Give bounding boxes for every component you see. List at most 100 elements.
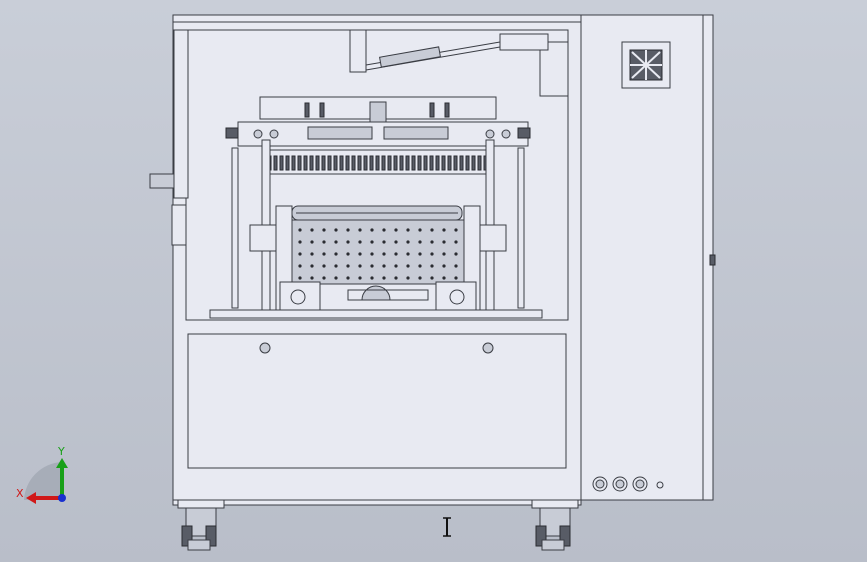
- table-plate: [209, 309, 543, 319]
- plate-hole: [346, 252, 350, 256]
- plate-hole: [346, 240, 350, 244]
- comb-tooth: [327, 155, 332, 171]
- guide-rod-left: [231, 147, 239, 309]
- comb-tooth: [441, 155, 446, 171]
- plate-hole: [418, 228, 422, 232]
- caster-wheel-icon: [177, 499, 225, 551]
- comb-tooth: [321, 155, 326, 171]
- plate-hole: [298, 252, 302, 256]
- perforated-plate: [289, 219, 467, 285]
- clamp-left: [249, 224, 277, 252]
- side-shaft: [149, 173, 177, 189]
- plate-hole: [322, 276, 326, 280]
- plate-hole: [430, 228, 434, 232]
- plate-hole: [406, 276, 410, 280]
- plate-hole: [370, 264, 374, 268]
- left-column: [173, 29, 189, 199]
- comb-tooth: [435, 155, 440, 171]
- plate-hole: [382, 276, 386, 280]
- door-screw-right: [482, 342, 494, 354]
- comb-tooth: [291, 155, 296, 171]
- plate-hole: [310, 252, 314, 256]
- comb-tooth: [381, 155, 386, 171]
- plate-hole: [358, 240, 362, 244]
- clamp-right: [479, 224, 507, 252]
- comb-tooth: [357, 155, 362, 171]
- plate-hole: [442, 228, 446, 232]
- plate-hole: [346, 264, 350, 268]
- comb-tooth: [411, 155, 416, 171]
- plate-hole: [394, 276, 398, 280]
- plate-hole: [382, 240, 386, 244]
- y-axis-label: Y: [57, 445, 65, 458]
- door-screw-left: [259, 342, 271, 354]
- plate-hole: [442, 276, 446, 280]
- plate-hole: [322, 252, 326, 256]
- heater-teeth: [267, 155, 494, 171]
- comb-tooth: [447, 155, 452, 171]
- plate-hole: [430, 252, 434, 256]
- plate-hole: [346, 228, 350, 232]
- plate-hole: [334, 264, 338, 268]
- lower-cabinet-door: [187, 333, 567, 469]
- plate-hole: [358, 264, 362, 268]
- comb-tooth: [285, 155, 290, 171]
- plate-hole: [418, 240, 422, 244]
- comb-tooth: [351, 155, 356, 171]
- comb-tooth: [453, 155, 458, 171]
- plate-hole: [454, 276, 458, 280]
- plate-hole: [454, 252, 458, 256]
- control-knob-icon[interactable]: [592, 476, 664, 492]
- comb-tooth: [399, 155, 404, 171]
- comb-tooth: [309, 155, 314, 171]
- plate-hole: [394, 240, 398, 244]
- cursor-icon: [443, 517, 451, 537]
- comb-tooth: [459, 155, 464, 171]
- comb-tooth: [423, 155, 428, 171]
- beam-slot-right: [383, 126, 449, 140]
- plate-hole: [298, 228, 302, 232]
- plate-hole: [370, 228, 374, 232]
- plate-hole: [334, 240, 338, 244]
- plate-hole: [370, 240, 374, 244]
- plate-hole: [442, 240, 446, 244]
- plate-hole: [310, 240, 314, 244]
- plate-hole: [310, 228, 314, 232]
- plate-hole: [322, 240, 326, 244]
- comb-tooth: [279, 155, 284, 171]
- comb-tooth: [417, 155, 422, 171]
- plate-hole: [382, 252, 386, 256]
- comb-tooth: [429, 155, 434, 171]
- plate-hole: [418, 264, 422, 268]
- plate-hole: [454, 228, 458, 232]
- plate-hole: [334, 252, 338, 256]
- plate-hole: [454, 240, 458, 244]
- plate-hole: [382, 228, 386, 232]
- plate-hole: [346, 276, 350, 280]
- fan-grille-icon: [621, 41, 671, 89]
- comb-tooth: [465, 155, 470, 171]
- comb-tooth: [393, 155, 398, 171]
- control-cabinet: [580, 14, 714, 501]
- plate-hole: [406, 264, 410, 268]
- comb-tooth: [315, 155, 320, 171]
- comb-tooth: [471, 155, 476, 171]
- comb-tooth: [387, 155, 392, 171]
- plate-hole: [394, 252, 398, 256]
- plate-hole: [418, 276, 422, 280]
- beam-slot-left: [307, 126, 373, 140]
- plate-hole: [334, 228, 338, 232]
- comb-tooth: [333, 155, 338, 171]
- plate-hole: [322, 264, 326, 268]
- center-clamp: [369, 101, 387, 125]
- plate-hole: [430, 276, 434, 280]
- plate-hole: [406, 252, 410, 256]
- plate-hole: [358, 276, 362, 280]
- plate-hole: [454, 264, 458, 268]
- comb-tooth: [375, 155, 380, 171]
- plate-hole: [298, 276, 302, 280]
- comb-tooth: [297, 155, 302, 171]
- comb-tooth: [273, 155, 278, 171]
- plate-hole: [442, 252, 446, 256]
